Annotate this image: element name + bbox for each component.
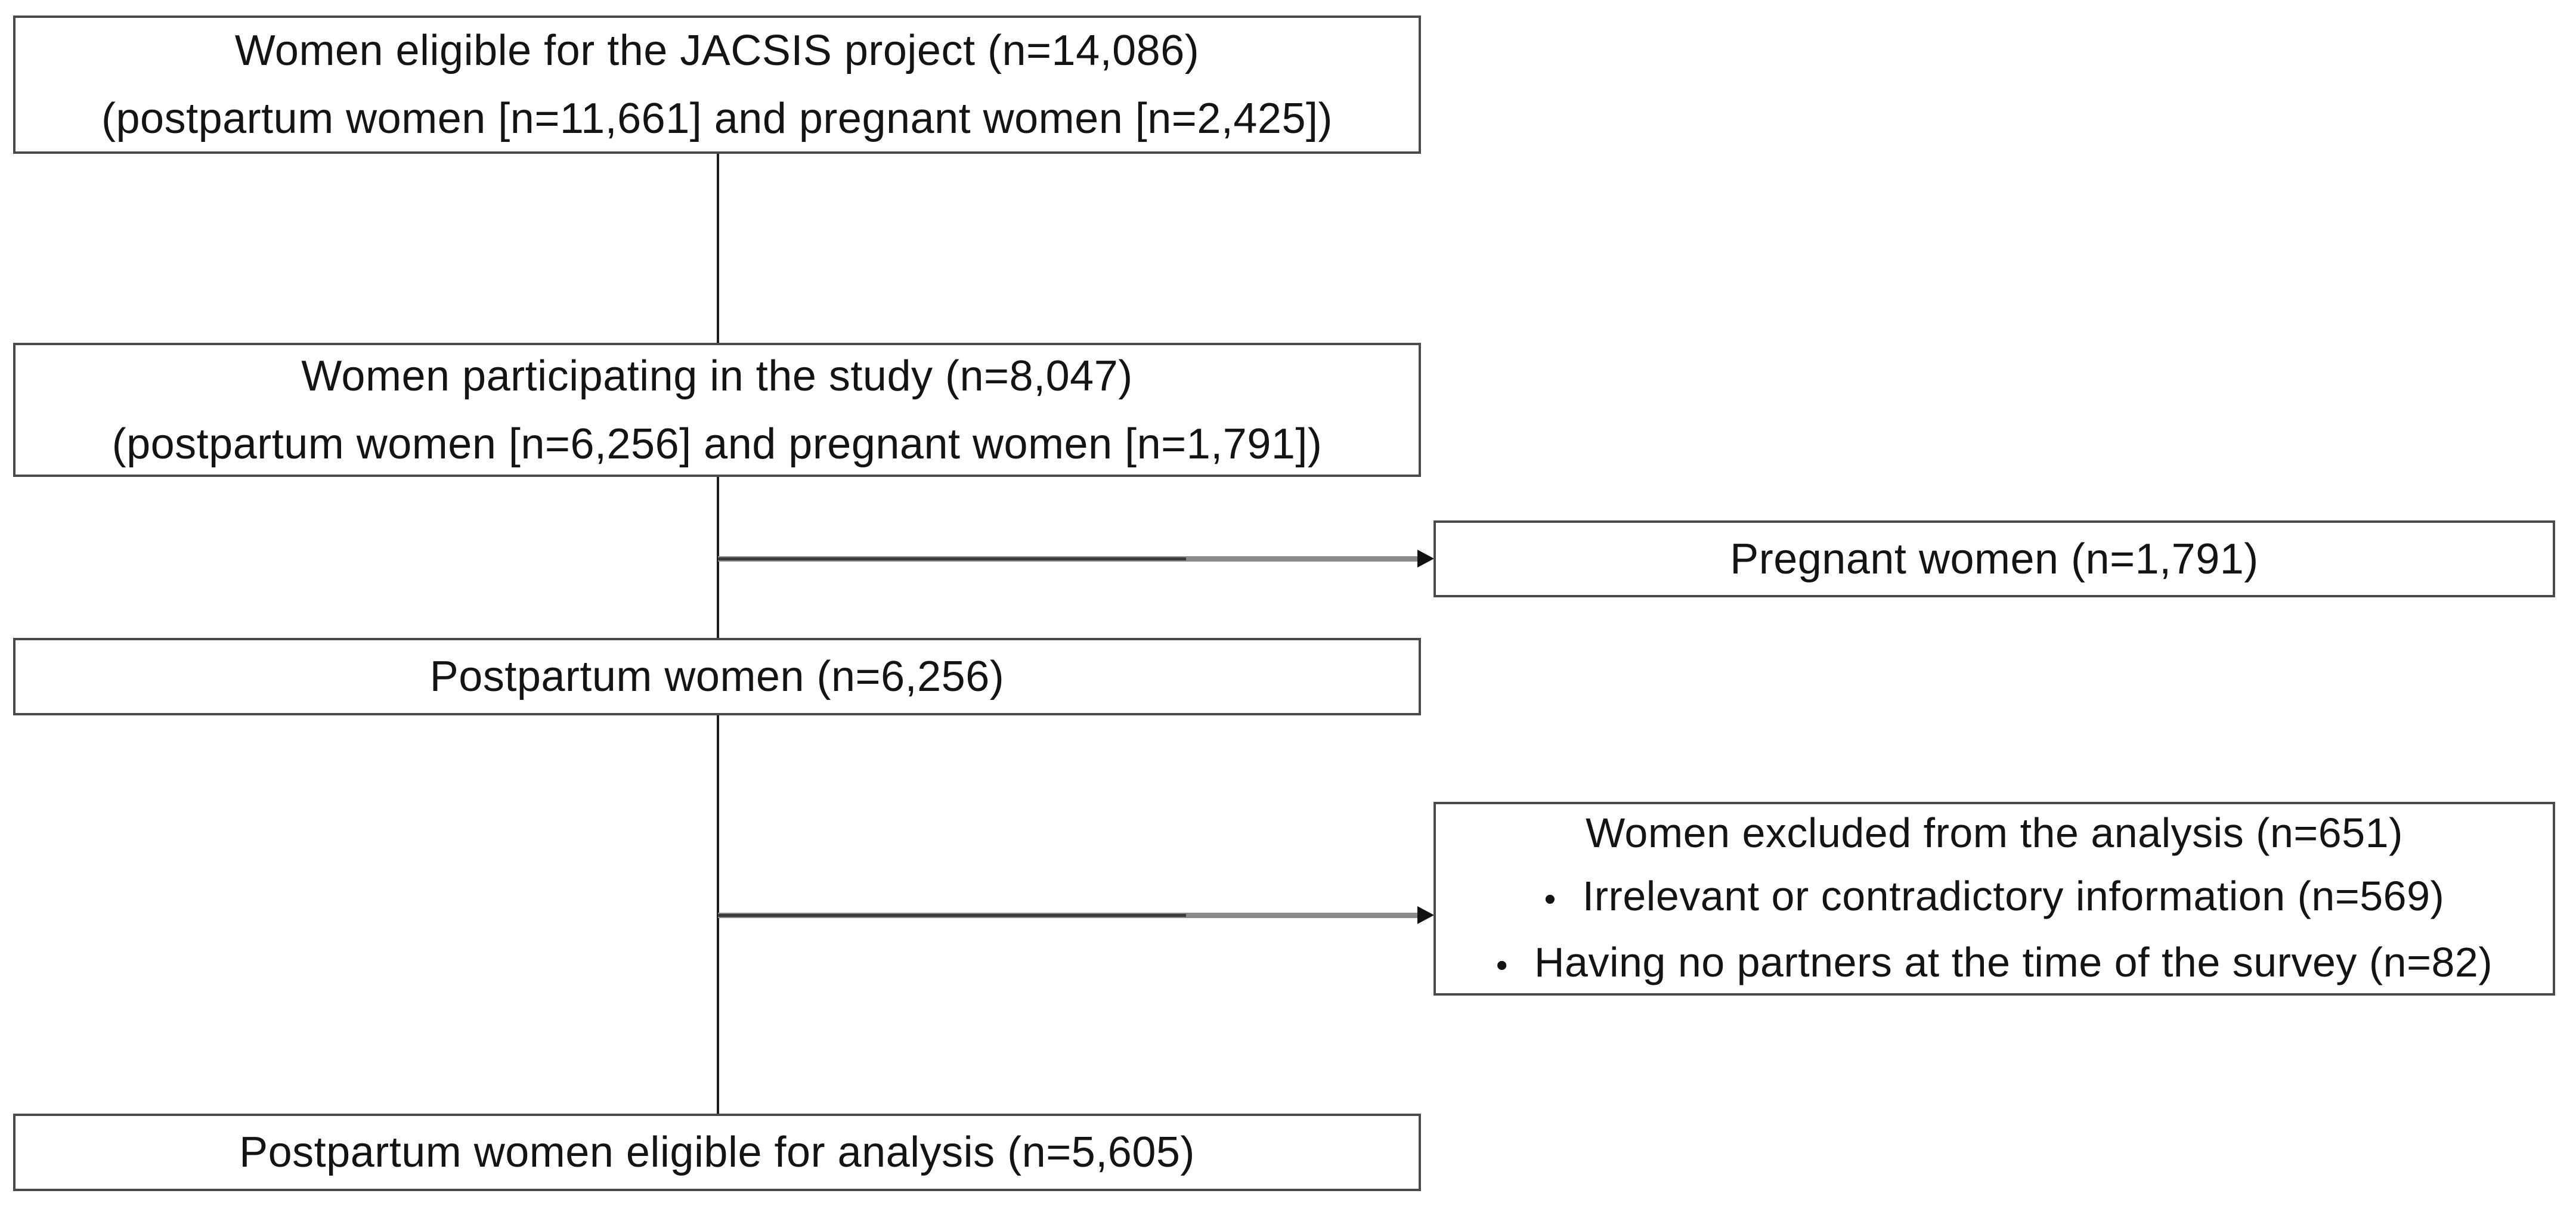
bullet-icon: • <box>1496 946 1508 984</box>
box-participating: Women participating in the study (n=8,04… <box>13 343 1421 477</box>
box-pregnant: Pregnant women (n=1,791) <box>1433 520 2555 597</box>
branch-line-to-excluded-inner <box>718 914 1186 917</box>
branch-line-to-pregnant-inner <box>718 557 1186 560</box>
box-postpartum-label: Postpartum women (n=6,256) <box>429 653 1005 700</box>
box-excluded-title: Women excluded from the analysis (n=651) <box>1586 809 2403 856</box>
box-eligible: Women eligible for the JACSIS project (n… <box>13 16 1421 154</box>
box-eligible-line2: (postpartum women [n=11,661] and pregnan… <box>101 95 1333 142</box>
box-final-label: Postpartum women eligible for analysis (… <box>239 1129 1195 1176</box>
box-participating-line2: (postpartum women [n=6,256] and pregnant… <box>112 420 1323 468</box>
box-final: Postpartum women eligible for analysis (… <box>13 1114 1421 1191</box>
arrowhead-excluded-icon <box>1417 906 1434 924</box>
excluded-bullet-text-2: Having no partners at the time of the su… <box>1534 938 2493 985</box>
arrowhead-pregnant-icon <box>1417 550 1434 568</box>
excluded-bullet-item-2: • Having no partners at the time of the … <box>1436 931 2553 997</box>
box-participating-line1: Women participating in the study (n=8,04… <box>301 352 1133 400</box>
bullet-icon: • <box>1544 879 1556 917</box>
box-excluded: Women excluded from the analysis (n=651)… <box>1433 802 2555 996</box>
box-pregnant-label: Pregnant women (n=1,791) <box>1730 535 2259 583</box>
box-postpartum: Postpartum women (n=6,256) <box>13 638 1421 715</box>
excluded-bullet-item-1: • Irrelevant or contradictory informatio… <box>1436 864 2553 931</box>
connector-eligible-to-participating <box>717 154 719 343</box>
box-eligible-line1: Women eligible for the JACSIS project (n… <box>234 27 1200 75</box>
excluded-bullet-text-1: Irrelevant or contradictory information … <box>1582 872 2445 919</box>
